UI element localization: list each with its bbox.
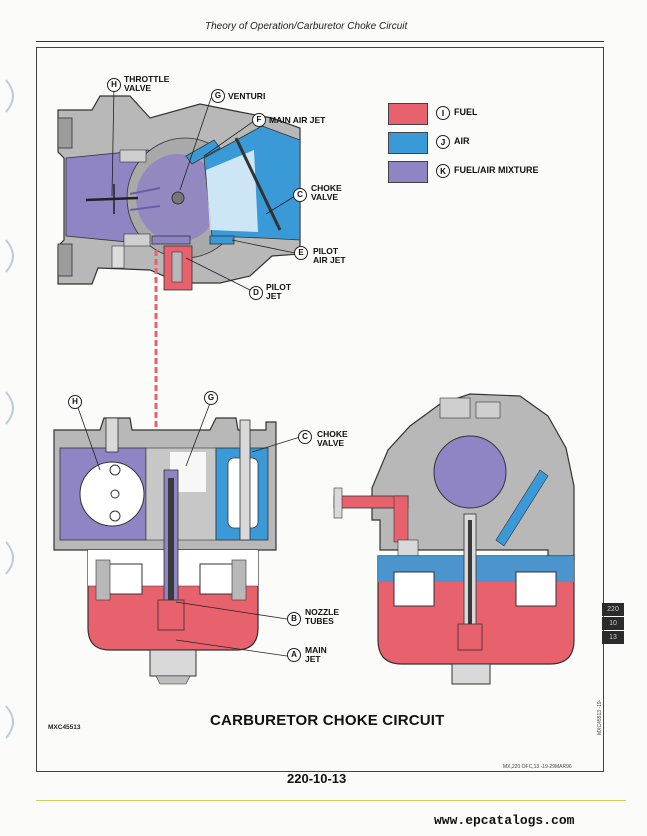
callout-line: VALVE	[124, 83, 152, 93]
callout-letter-e: E	[294, 246, 308, 260]
callout-main-jet: MAIN JET	[305, 646, 327, 664]
callout-letter-g: G	[204, 391, 218, 405]
callout-main-air-jet: MAIN AIR JET	[269, 115, 326, 125]
callout-line: NOZZLE	[305, 607, 339, 617]
website-link[interactable]: www.epcatalogs.com	[434, 813, 575, 828]
fuel-swatch	[388, 103, 428, 125]
callout-line: AIR JET	[313, 255, 346, 265]
legend-label: AIR	[454, 136, 470, 146]
lower-right-carburetor	[333, 393, 575, 685]
callout-letter-d: D	[249, 286, 263, 300]
callout-letter-c: C	[293, 188, 307, 202]
callout-line: TUBES	[305, 616, 334, 626]
callout-choke-valve: CHOKE VALVE	[317, 430, 348, 448]
leader-lines	[75, 85, 301, 657]
callout-letter-a: A	[287, 648, 301, 662]
binding-mark	[0, 236, 26, 276]
tab-page: 13	[602, 631, 624, 644]
binding-mark	[0, 538, 26, 578]
binding-mark	[0, 388, 26, 428]
callout-letter-h: H	[68, 395, 82, 409]
figure-caption: CARBURETOR CHOKE CIRCUIT	[210, 712, 445, 729]
legend-label: FUEL/AIR MIXTURE	[454, 165, 539, 175]
callout-choke-valve: CHOKE VALVE	[311, 184, 342, 202]
callout-nozzle-tubes: NOZZLE TUBES	[305, 608, 339, 626]
footer-code: MX,220 OFC,13 -19-29MAR96	[503, 764, 572, 770]
callout-throttle-valve: THROTTLE VALVE	[124, 75, 169, 93]
callout-line: PILOT	[266, 282, 292, 292]
binding-mark	[0, 702, 26, 742]
callout-line: CHOKE	[317, 429, 348, 439]
bottom-rule	[36, 800, 626, 801]
tab-section: 220	[602, 603, 624, 616]
callout-letter-c: C	[298, 430, 312, 444]
callout-line: JET	[305, 654, 321, 664]
legend-letter: K	[436, 164, 450, 178]
callout-pilot-air-jet: PILOT AIR JET	[313, 247, 346, 265]
callout-line: JET	[266, 291, 282, 301]
legend-label: FUEL	[454, 107, 478, 117]
callout-pilot-jet: PILOT JET	[266, 283, 291, 301]
air-swatch	[388, 132, 428, 154]
header-rule	[36, 41, 604, 43]
mixture-swatch	[388, 161, 428, 183]
lower-left-carburetor	[53, 417, 277, 685]
figure-id: MXC45513	[48, 724, 81, 731]
callout-letter-f: F	[252, 113, 266, 127]
callout-letter-h: H	[107, 78, 121, 92]
page-number: 220-10-13	[287, 771, 347, 786]
callout-line: PILOT	[313, 246, 339, 256]
callout-line: VALVE	[317, 438, 345, 448]
callout-letter-b: B	[287, 612, 301, 626]
header-title: Theory of Operation/Carburetor Choke Cir…	[205, 21, 408, 32]
callout-line: THROTTLE	[124, 74, 170, 84]
callout-line: MAIN	[305, 645, 327, 655]
section-tabs: 220 10 13	[602, 603, 624, 645]
callout-letter-g: G	[211, 89, 225, 103]
top-carburetor	[57, 95, 301, 291]
callout-line: VALVE	[311, 192, 339, 202]
legend-letter: I	[436, 106, 450, 120]
legend-letter: J	[436, 135, 450, 149]
binding-mark	[0, 76, 26, 116]
callout-line: CHOKE	[311, 183, 342, 193]
tab-group: 10	[602, 617, 624, 630]
side-code: MXC45513 -19-	[597, 699, 603, 735]
callout-venturi: VENTURI	[228, 91, 266, 101]
figure-frame	[36, 47, 604, 772]
